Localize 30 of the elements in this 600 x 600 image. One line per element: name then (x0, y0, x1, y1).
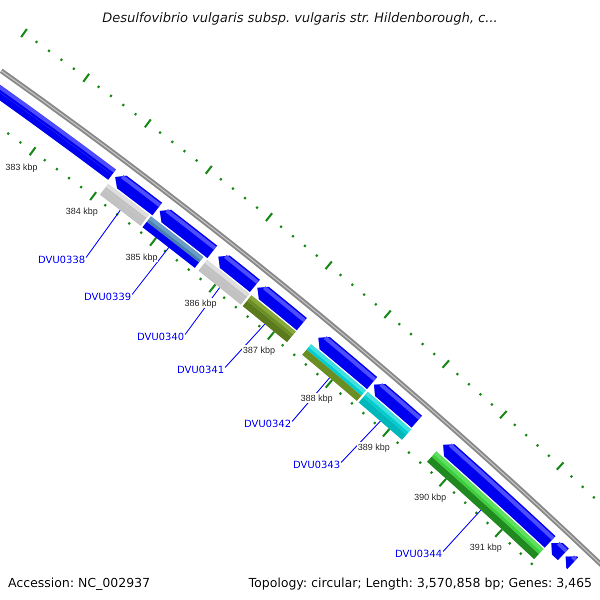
gene-label: DVU0341 (177, 364, 224, 376)
map-title: Desulfovibrio vulgaris subsp. vulgaris str. Hildenborough, c... (101, 11, 499, 26)
scale-label: 386 kbp (184, 298, 218, 308)
gene-label: DVU0342 (244, 418, 292, 430)
gene-label: DVU0339 (84, 292, 132, 302)
gene-feature (374, 383, 422, 428)
gene-feature (115, 175, 162, 216)
gene-label: DVU0338 (38, 254, 86, 266)
gene-label: DVU0344 (395, 548, 442, 560)
gene-label: DVU0340 (137, 332, 184, 342)
scale-label: 388 kbp (300, 393, 334, 404)
gene-feature (566, 555, 578, 570)
gene-feature (551, 542, 569, 560)
scale-label: 390 kbp (413, 492, 448, 502)
scale-label: 391 kbp (468, 542, 503, 552)
scale-label: 389 kbp (356, 442, 391, 452)
gene-feature (160, 209, 218, 258)
gene-label: DVU0343 (293, 460, 340, 470)
scale-label: 383 kbp (4, 162, 38, 172)
leader-line (224, 324, 266, 368)
gene-feature (218, 254, 260, 292)
gene-feature (318, 336, 378, 390)
leader-line (132, 247, 170, 295)
scale-label: 385 kbp (124, 252, 158, 262)
gene-feature (257, 286, 307, 330)
leader-line (86, 210, 121, 258)
leader-line (442, 510, 482, 552)
leader-line (340, 420, 381, 463)
scale-label: 387 kbp (242, 345, 276, 356)
scale-label: 384 kbp (64, 206, 99, 216)
